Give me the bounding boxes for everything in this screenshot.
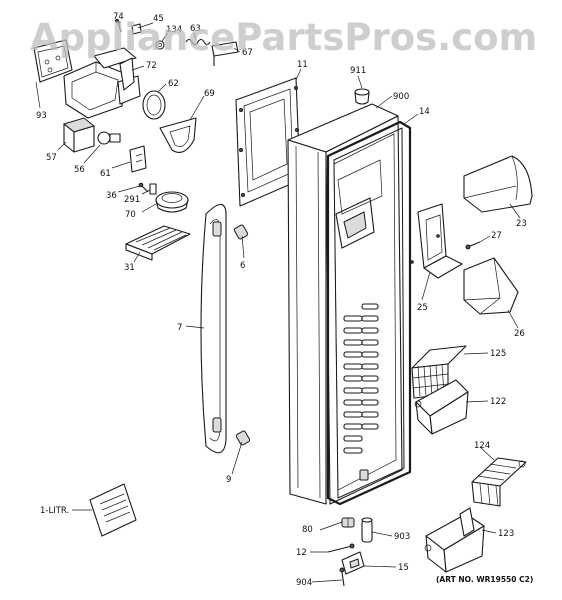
art-number: (ART NO. WR19550 C2) [436,575,533,584]
callout-903: 903 [394,532,410,542]
part-80-bushing [341,517,355,528]
callout-31: 31 [124,263,135,273]
callout-904: 904 [296,578,312,588]
part-56-gear [97,131,121,145]
callout-36: 36 [106,191,117,201]
callout-125: 125 [490,349,506,359]
part-124-wire-shelf [471,457,527,507]
part-9-screw [235,430,251,446]
callout-labels: 74 45 134 63 67 72 62 69 93 57 56 61 36 … [36,12,527,588]
part-7-handle [200,203,227,454]
callout-69: 69 [204,89,215,99]
callout-62: 62 [168,79,179,89]
callout-61: 61 [100,169,111,179]
part-72-lever [119,57,135,91]
part-291-clip [149,183,157,195]
callout-11: 11 [297,60,308,70]
callout-9: 9 [226,475,231,485]
callout-25: 25 [417,303,428,313]
callout-80: 80 [302,525,313,535]
leader-lines [35,20,521,583]
part-dispenser-frame [63,47,141,119]
part-26-bin [463,257,519,315]
callout-124: 124 [474,441,490,451]
part-69-funnel [159,117,197,153]
part-57-motor [62,117,96,153]
callout-63: 63 [190,24,201,34]
part-45-clip [131,23,142,35]
part-12-hinge-pin [327,543,355,553]
part-911-cap [354,88,370,105]
callout-123: 123 [498,529,514,539]
part-14-gasket [326,120,412,506]
callout-93: 93 [36,111,47,121]
part-36-screw [138,182,149,193]
part-70-cup [155,191,189,213]
part-134-bushing [155,40,165,50]
callout-15: 15 [398,563,409,573]
callout-1-litr: 1-LITR. [40,506,69,516]
part-63-spring [185,38,211,46]
callout-67: 67 [242,48,253,58]
part-25-bracket [410,203,463,279]
callout-70: 70 [125,210,136,220]
callout-12: 12 [296,548,307,558]
callout-900: 900 [393,92,409,102]
part-67-actuator [211,41,239,66]
callout-45: 45 [153,14,164,24]
part-27-screw [465,241,481,250]
callout-74: 74 [113,12,124,22]
part-123-bin [424,507,485,573]
callout-291: 291 [124,195,140,205]
part-74-screw [114,18,122,33]
part-62-ring [142,90,166,120]
part-31-drip-tray [125,225,191,261]
callout-26: 26 [514,329,525,339]
callout-911: 911 [350,66,366,76]
callout-122: 122 [490,397,506,407]
part-903-pin [361,517,373,543]
part-1-litr-literature [89,483,137,537]
callout-57: 57 [46,153,57,163]
part-93-dispenser-housing [33,39,73,83]
part-15-hinge [341,551,365,575]
callout-56: 56 [74,165,85,175]
part-904-screw [339,567,345,587]
callout-6: 6 [240,261,245,271]
callout-27: 27 [491,231,502,241]
callout-7: 7 [177,323,182,333]
door-rail-ribs [343,303,379,454]
part-122-bin [414,379,469,435]
callout-72: 72 [146,61,157,71]
part-23-bin-cover [463,155,533,213]
callout-14: 14 [419,107,430,117]
part-6-screw [233,224,249,240]
part-61-switch [129,145,147,173]
part-900-door [287,103,403,505]
watermark: AppliancePartsPros.com [30,16,537,59]
callout-134: 134 [166,25,182,35]
callout-23: 23 [516,219,527,229]
